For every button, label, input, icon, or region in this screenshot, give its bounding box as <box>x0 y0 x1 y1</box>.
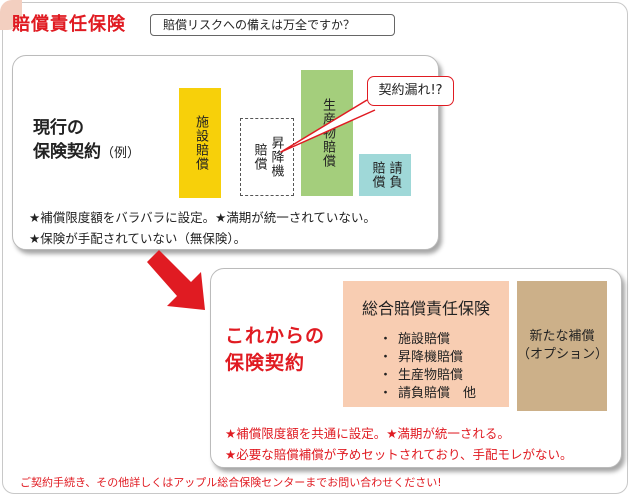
elevator-liability-box-missing: 昇降機 賠償 <box>240 118 294 196</box>
product-label: 生産物賠償 <box>320 98 335 168</box>
current-note: ★保険が手配されていない（無保険）。 <box>29 231 247 246</box>
optional-coverage-box: 新たな補償 （オプション） <box>517 281 609 411</box>
current-title-line1: 現行の <box>33 118 84 138</box>
transition-arrow-icon <box>147 250 205 310</box>
elevator-label-col2: 昇降機 <box>268 136 284 178</box>
option-line2: （オプション） <box>517 347 609 362</box>
option-line1: 新たな補償 <box>529 329 595 344</box>
facility-label: 施設賠償 <box>193 115 208 171</box>
future-note: ★補償限度額を共通に設定。★満期が統一される。 <box>225 426 510 441</box>
current-note: ★補償限度額をバラバラに設定。★満期が統一されていない。 <box>29 210 376 225</box>
list-item: 請負賠償 他 <box>379 385 476 403</box>
future-title-line1: これからの <box>225 325 326 347</box>
future-title-line2: 保険契約 <box>225 352 306 374</box>
list-item: 昇降機賠償 <box>379 349 476 367</box>
list-item: 施設賠償 <box>379 331 476 349</box>
future-contract-card: これからの 保険契約 総合賠償責任保険 施設賠償 昇降機賠償 生産物賠償 請負賠… <box>210 268 622 468</box>
future-note: ★必要な賠償補償が予めセットされており、手配モレがない。 <box>225 447 573 462</box>
contractor-liability-box: 請負 賠償 <box>359 154 411 196</box>
corner-badge <box>0 0 22 30</box>
missing-contract-callout: 契約漏れ!? <box>367 76 454 106</box>
facility-liability-box: 施設賠償 <box>179 88 221 198</box>
page-title: 賠償責任保険 <box>12 14 126 35</box>
comprehensive-title: 総合賠償責任保険 <box>361 299 490 318</box>
list-item: 生産物賠償 <box>379 367 476 385</box>
callout-pointer <box>280 99 376 153</box>
product-liability-box: 生産物賠償 <box>301 70 353 196</box>
coverage-list: 施設賠償 昇降機賠償 生産物賠償 請負賠償 他 <box>379 331 476 403</box>
current-contract-title: 現行の 保険契約（例） <box>33 116 140 166</box>
comprehensive-liability-box: 総合賠償責任保険 施設賠償 昇降機賠償 生産物賠償 請負賠償 他 <box>343 281 509 407</box>
future-contract-title: これからの 保険契約 <box>225 323 325 377</box>
current-title-line2: 保険契約 <box>33 142 101 162</box>
current-contract-card: 現行の 保険契約（例） 施設賠償 昇降機 賠償 生産物賠償 請負 賠償 契約漏れ… <box>12 55 454 250</box>
contractor-label-col2: 請負 <box>386 161 402 189</box>
elevator-label-col1: 賠償 <box>251 143 267 171</box>
page-subtitle: 賠償リスクへの備えは万全ですか？ <box>150 14 395 36</box>
contact-footer: ご契約手続き、その他詳しくはアップル総合保険センターまでお問い合わせください! <box>20 476 442 489</box>
contractor-label-col1: 賠償 <box>369 161 385 189</box>
current-title-suffix: （例） <box>101 146 141 161</box>
